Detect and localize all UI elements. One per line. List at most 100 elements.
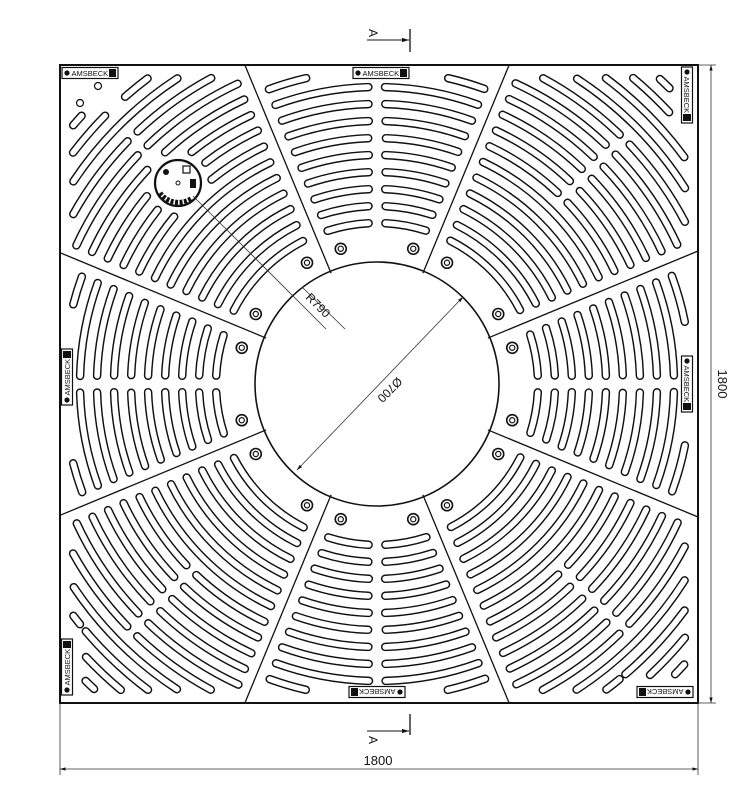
sector-divider: [59, 252, 267, 339]
slot: [653, 279, 677, 379]
slot: [70, 460, 85, 495]
logo-icon: [684, 358, 690, 364]
slot: [382, 628, 469, 650]
slot: [626, 141, 688, 225]
logo-icon: [355, 70, 361, 76]
amsbeck-logo-plate: AMSBECK: [60, 348, 74, 406]
slot: [145, 306, 164, 379]
slot: [188, 112, 254, 155]
slot: [71, 584, 180, 692]
slot: [213, 389, 227, 437]
slot: [77, 389, 101, 489]
slot: [382, 84, 481, 108]
slot: [266, 676, 309, 693]
slot: [128, 300, 148, 378]
logo-text: AMSBECK: [63, 649, 72, 686]
slot: [507, 607, 598, 672]
logo-icon: [64, 397, 70, 403]
slot: [162, 312, 180, 379]
slot: [589, 506, 649, 592]
slot: [653, 389, 677, 488]
slot: [318, 203, 372, 218]
slot: [672, 661, 687, 677]
slot: [486, 143, 561, 196]
slot-pattern: [68, 73, 690, 695]
tree-opening: [254, 261, 500, 507]
slot: [89, 167, 151, 255]
section-label-bottom: A: [366, 736, 380, 744]
slot: [162, 96, 247, 156]
slot: [128, 390, 148, 469]
slot: [122, 75, 151, 100]
slot: [565, 493, 618, 568]
slot: [382, 203, 436, 218]
logo-text: AMSBECK: [682, 77, 691, 114]
slot: [621, 292, 643, 379]
slot: [162, 389, 180, 456]
slot: [467, 474, 571, 578]
section-marker-top: A: [366, 29, 411, 52]
slot: [273, 660, 372, 684]
slot: [473, 174, 586, 287]
slot: [487, 571, 561, 625]
slot: [136, 494, 190, 568]
bolt-hole: [440, 498, 454, 512]
slot: [382, 565, 443, 582]
slot: [460, 206, 555, 301]
slot: [305, 169, 372, 187]
slot: [612, 151, 680, 248]
slot: [82, 678, 97, 692]
slot: [89, 514, 154, 605]
slot: [152, 159, 273, 281]
slot: [208, 143, 267, 183]
grate-outline: [59, 64, 699, 704]
slot: [513, 619, 610, 687]
sector-divider: [59, 429, 267, 516]
sector-divider: [422, 494, 510, 704]
sector-divider: [487, 250, 699, 339]
slot: [94, 286, 117, 379]
slot: [136, 213, 177, 275]
amsbeck-logo-plate: AMSBECK: [60, 638, 74, 696]
slot: [298, 152, 372, 171]
slot-outline: [446, 453, 525, 532]
drain-hole: [93, 81, 103, 91]
slot: [157, 608, 248, 672]
slot: [613, 519, 681, 616]
slot: [145, 389, 164, 463]
slot: [168, 481, 281, 594]
slot: [111, 389, 133, 476]
slot: [70, 112, 108, 156]
sector-divider: [244, 64, 332, 274]
slot: [325, 534, 372, 548]
amsbeck-logo-plate: AMSBECK: [61, 66, 119, 80]
slot: [120, 500, 177, 580]
slot: [460, 467, 555, 562]
bolt-hole: [334, 242, 348, 256]
sector-dividers: [59, 64, 699, 704]
slot: [311, 565, 372, 582]
logo-icon: [685, 689, 691, 695]
bolt-hole: [505, 341, 519, 355]
bolt-hole: [235, 413, 249, 427]
slot: [543, 325, 558, 379]
slot: [474, 480, 587, 593]
slot: [574, 76, 688, 191]
slot: [311, 186, 372, 203]
slot: [601, 513, 665, 604]
slot: [493, 584, 573, 641]
slot: [383, 613, 462, 633]
bolt-hole: [235, 341, 249, 355]
drain-hole: [75, 98, 85, 108]
slot: [145, 620, 242, 688]
slot: [527, 331, 541, 379]
slot: [144, 81, 241, 149]
slot: [577, 500, 634, 580]
slot: [493, 127, 573, 184]
slot: [181, 584, 261, 641]
slot: [285, 118, 372, 140]
bolt-hole: [334, 512, 348, 526]
bolt-hole: [406, 242, 420, 256]
slot: [480, 159, 602, 280]
